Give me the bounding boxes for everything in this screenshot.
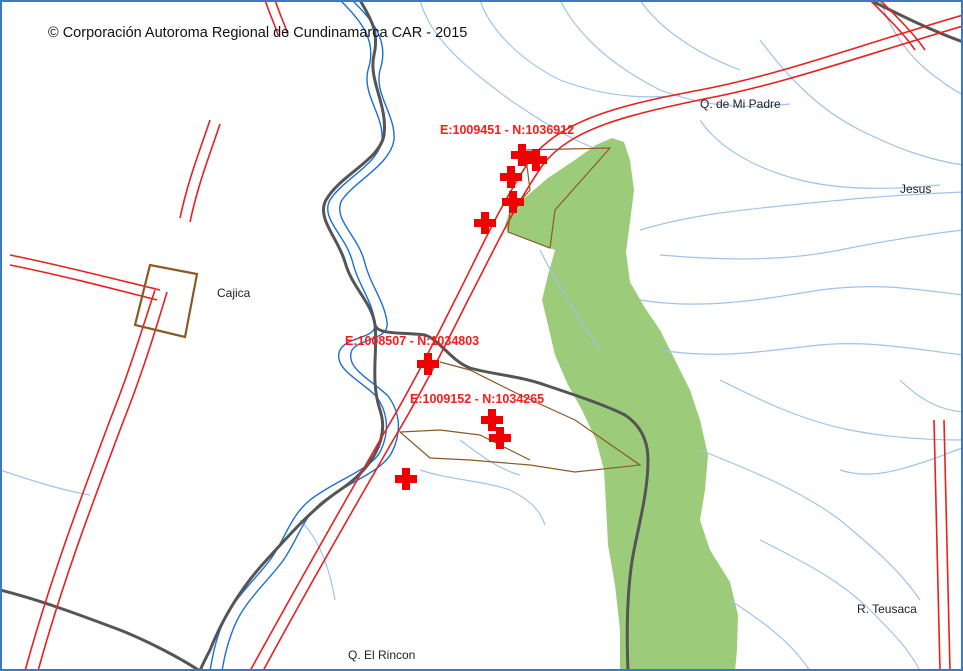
place-label-q-el-rincon: Q. El Rincon bbox=[348, 648, 415, 662]
coordinate-label-3: E:1009152 - N:1034265 bbox=[410, 392, 544, 406]
place-label-jesus: Jesus bbox=[900, 182, 931, 196]
place-label-q-de-mi-padre: Q. de Mi Padre bbox=[700, 97, 781, 111]
coordinate-label-2: E:1008507 - N:1034803 bbox=[345, 334, 479, 348]
parcel-outlines bbox=[133, 147, 642, 473]
copyright-text: © Corporación Autoroma Regional de Cundi… bbox=[48, 25, 467, 41]
map-labels: © Corporación Autoroma Regional de Cundi… bbox=[48, 25, 931, 662]
place-label-cajica: Cajica bbox=[217, 286, 251, 300]
coordinate-label-1: E:1009451 - N:1036912 bbox=[440, 123, 574, 137]
place-label-r-teusaca: R. Teusaca bbox=[857, 602, 917, 616]
forest-area bbox=[505, 138, 738, 671]
